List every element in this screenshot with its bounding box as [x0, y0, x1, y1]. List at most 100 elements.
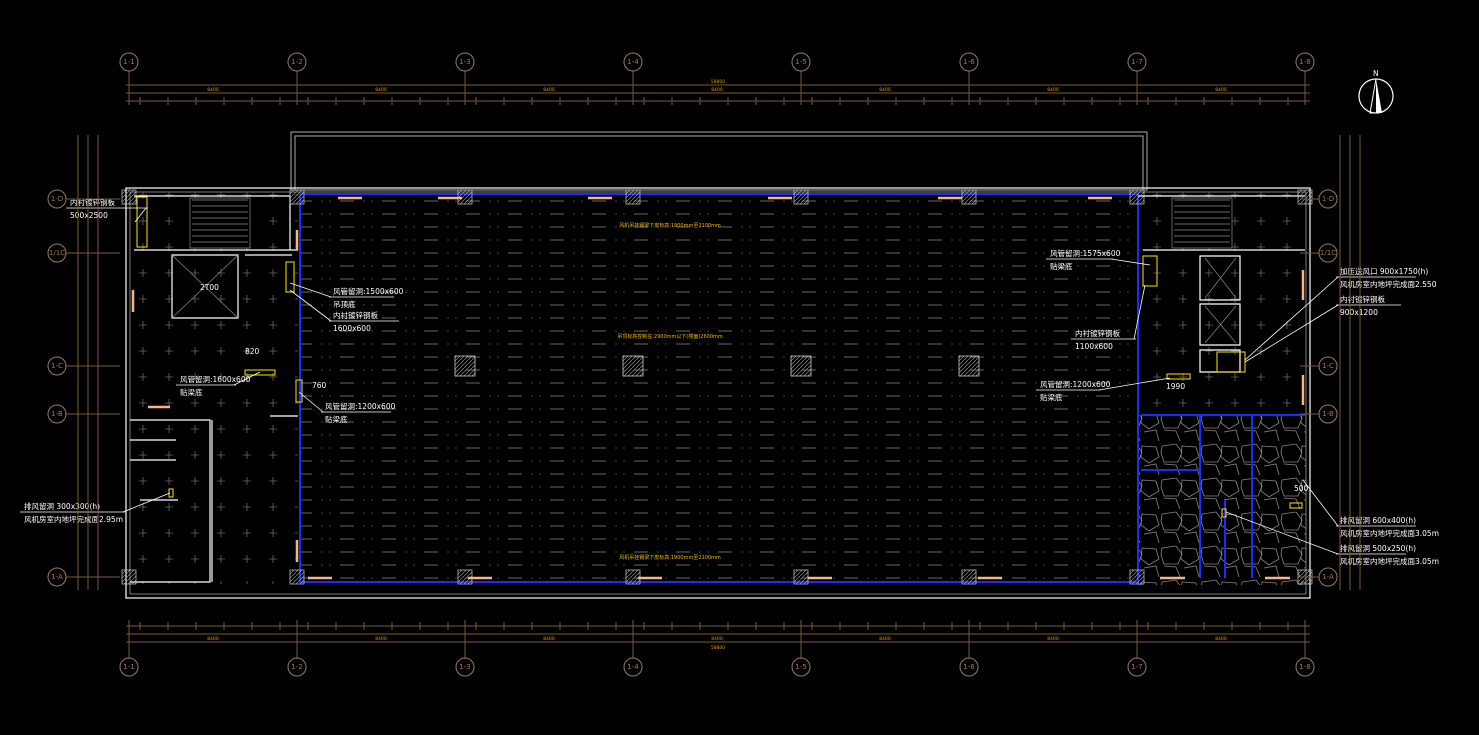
column	[1129, 569, 1145, 585]
hall-note-top: 风机吊挂钢梁下皮标高:1900mm至2100mm	[619, 222, 721, 229]
annotation-line2: 吊顶底	[333, 299, 356, 309]
axis-label-row: 1-C	[1322, 362, 1334, 370]
axis-label-row: 1-A	[1322, 573, 1334, 581]
axis-bubble	[455, 657, 475, 677]
axis-bubble	[1318, 404, 1338, 424]
column	[454, 355, 476, 377]
axis-bubble	[791, 52, 811, 72]
axis-bubble	[1127, 52, 1147, 72]
annotation-line1: 排风留洞 500x250(h)	[1340, 543, 1416, 553]
bay-dimension: 8400	[1215, 87, 1227, 93]
axis-bubble	[47, 567, 67, 587]
annotation-line1: 内衬镀锌钢板	[1075, 328, 1120, 338]
axis-label-column: 1-3	[459, 58, 470, 66]
axis-label-column: 1-2	[291, 663, 302, 671]
overall-dimension-bottom: 58800	[711, 645, 725, 651]
axis-label-row: 1/1C	[1320, 249, 1336, 257]
axis-label-row: 1-B	[51, 410, 63, 418]
column	[1129, 189, 1145, 205]
axis-bubble	[47, 356, 67, 376]
annotation-line2: 贴梁底	[325, 414, 348, 424]
annotation-line2: 风机房室内地坪完成面3.05m	[1340, 528, 1439, 538]
axis-label-row: 1-B	[1322, 410, 1334, 418]
annotation-line2: 贴梁底	[180, 387, 203, 397]
annotation-line2: 风机房室内地坪完成面3.05m	[1340, 556, 1439, 566]
axis-label-column: 1-8	[1299, 663, 1310, 671]
bay-dimension: 8400	[543, 87, 555, 93]
annotation-line2: 贴梁底	[1050, 261, 1073, 271]
overall-dimension-top: 58800	[711, 79, 725, 85]
axis-bubble	[959, 52, 979, 72]
annotation-line2: 1100x600	[1075, 342, 1113, 351]
axis-bubble	[287, 657, 307, 677]
annotation-line2: 500x2500	[70, 211, 108, 220]
annotation-callout: 排风留洞 300x300(h) 风机房室内地坪完成面2.95m	[20, 492, 171, 524]
dim-500: 500	[1294, 484, 1309, 493]
hall-note-middle: 吊顶标高控制在:2900mm以下(楼面)2600mm	[617, 333, 723, 340]
annotation-line1: 内衬镀锌钢板	[333, 310, 378, 320]
bay-dimension: 8400	[375, 636, 387, 642]
column	[625, 569, 641, 585]
axis-bubble	[119, 657, 139, 677]
column	[961, 569, 977, 585]
dim-1990: 1990	[1166, 382, 1185, 391]
structural-columns	[121, 189, 1313, 585]
bay-dimension: 8400	[207, 636, 219, 642]
duct-openings	[136, 196, 1303, 518]
grid-axes: 1-11-1840084001-21-2840084001-31-3840084…	[47, 52, 1361, 677]
bay-dimension: 8400	[1215, 636, 1227, 642]
column	[958, 355, 980, 377]
dim-820: 820	[245, 347, 260, 356]
axis-label-column: 1-7	[1131, 663, 1142, 671]
axis-bubble	[47, 243, 67, 263]
axis-label-column: 1-8	[1299, 58, 1310, 66]
axis-bubble	[959, 657, 979, 677]
axis-label-column: 1-5	[795, 663, 806, 671]
annotation-line1: 风管留洞:1575x600	[1050, 248, 1121, 258]
bay-dimension: 8400	[375, 87, 387, 93]
bay-dimension: 8400	[711, 87, 723, 93]
axis-label-row: 1-D	[51, 195, 63, 203]
axis-bubble	[1318, 567, 1338, 587]
axis-bubble	[1318, 189, 1338, 209]
axis-bubble	[1295, 52, 1315, 72]
dim-760: 760	[312, 381, 327, 390]
annotation-callout: 排风留洞 500x250(h) 风机房室内地坪完成面3.05m	[1225, 511, 1439, 566]
column	[622, 355, 644, 377]
axis-label-row: 1/1C	[49, 249, 65, 257]
annotation-line1: 排风留洞 600x400(h)	[1340, 515, 1416, 525]
annotation-callout: 排风留洞 600x400(h) 风机房室内地坪完成面3.05m	[1302, 479, 1439, 538]
annotation-line2: 风机房室内地坪完成面2.550	[1340, 279, 1437, 289]
axis-bubble	[47, 189, 67, 209]
north-arrow-icon: N	[1358, 69, 1394, 114]
pipe-runs	[131, 196, 1305, 580]
annotation-line1: 内衬镀锌钢板	[70, 197, 115, 207]
axis-bubble	[1318, 356, 1338, 376]
axis-label-row: 1-C	[51, 362, 63, 370]
annotation-line1: 加压送风口 900x1750(h)	[1340, 266, 1428, 276]
bay-dimension: 8400	[879, 87, 891, 93]
building-shell	[125, 131, 1311, 599]
axis-label-row: 1-D	[1322, 195, 1334, 203]
axis-bubble	[1295, 657, 1315, 677]
stair-left	[189, 197, 251, 249]
annotation-line1: 排风留洞 300x300(h)	[24, 501, 100, 511]
axis-bubble	[47, 404, 67, 424]
bay-dimension: 8400	[543, 636, 555, 642]
annotation-callout: 风管留洞:1575x600 贴梁底	[1046, 248, 1151, 271]
hall-note-bottom: 风机吊挂钢梁下皮标高:1900mm至2100mm	[619, 554, 721, 561]
column	[121, 189, 137, 205]
elevator-label: 2T00	[200, 283, 219, 292]
annotation-callout: 内衬镀锌钢板 500x2500	[66, 197, 148, 223]
column	[793, 189, 809, 205]
column	[289, 189, 305, 205]
axis-label-column: 1-7	[1131, 58, 1142, 66]
annotation-callout: 加压送风口 900x1750(h) 风机房室内地坪完成面2.550	[1244, 266, 1437, 361]
column	[121, 569, 137, 585]
bay-dimension: 8400	[879, 636, 891, 642]
annotation-line2: 风机房室内地坪完成面2.95m	[24, 514, 123, 524]
